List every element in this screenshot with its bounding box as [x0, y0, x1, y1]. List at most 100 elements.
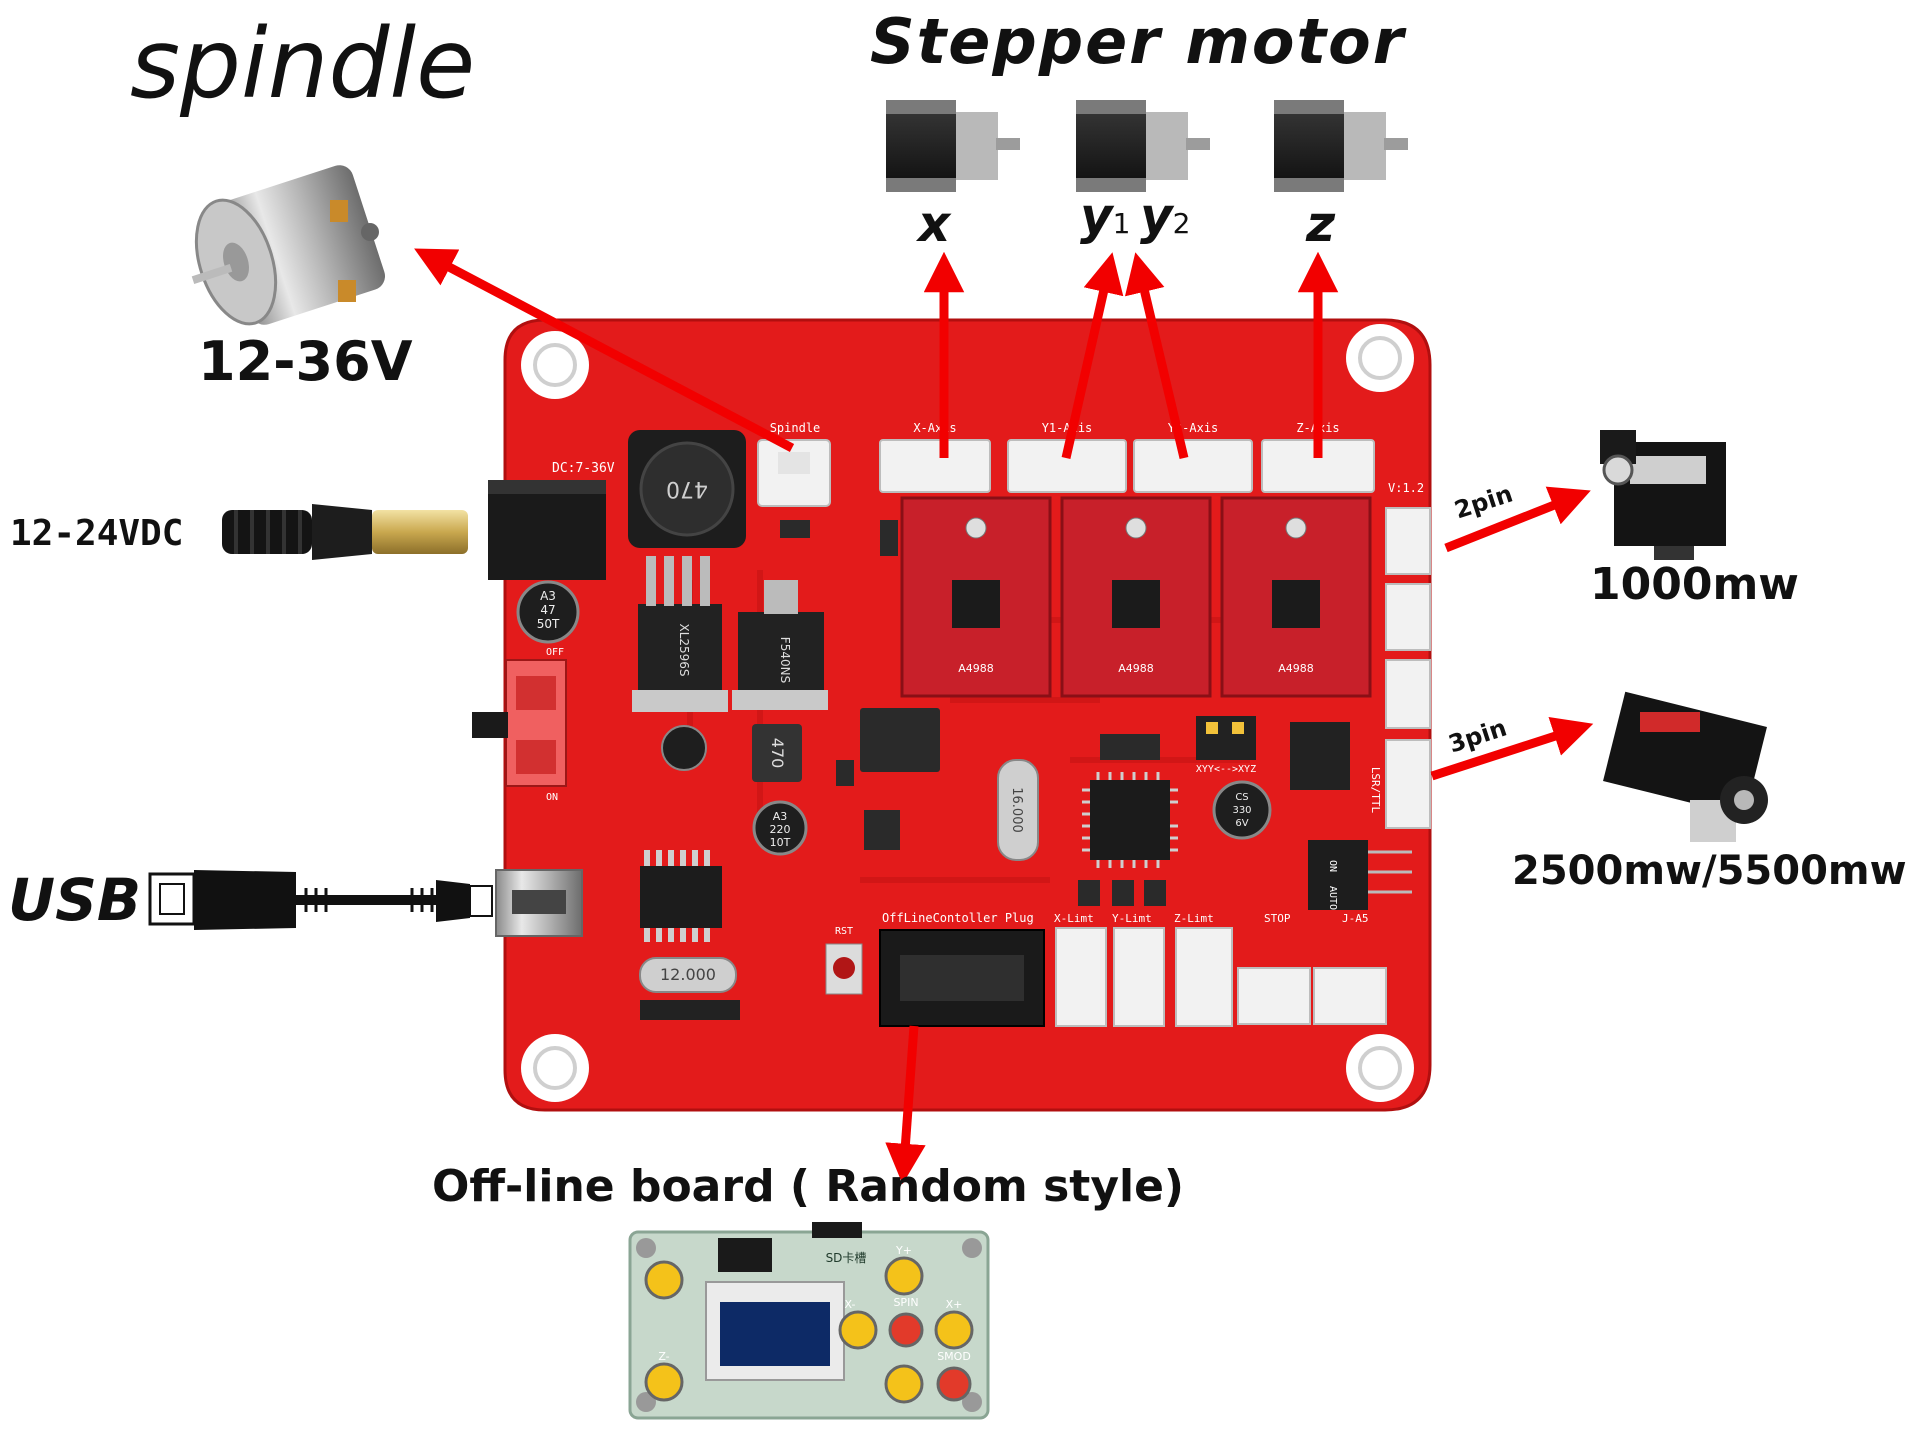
- axis-y2-label: y2: [1140, 186, 1190, 254]
- mounting-hole: [1346, 1034, 1414, 1102]
- offline-board-label: Off-line board ( Random style): [432, 1161, 1185, 1212]
- power-inductor: 470: [628, 430, 746, 548]
- offline-yellow-button: [644, 1256, 974, 1404]
- microcontroller: [1082, 772, 1178, 868]
- connector-stop: STOP: [1237, 912, 1311, 1025]
- svg-text:X+: X+: [946, 1298, 963, 1311]
- spindle-voltage-label: 12-36V: [198, 330, 413, 393]
- stepper-motor-x: [886, 100, 1020, 192]
- svg-text:50T: 50T: [537, 617, 560, 631]
- offline-red-button: [888, 1312, 972, 1402]
- svg-text:X-: X-: [845, 1298, 856, 1311]
- svg-text:RST: RST: [835, 926, 853, 937]
- dc-jack: [488, 480, 606, 580]
- svg-text:Z-: Z-: [658, 1350, 669, 1363]
- svg-text:470: 470: [768, 738, 787, 769]
- mode-jumper: ON AUTO: [1308, 840, 1412, 910]
- svg-text:ON: ON: [1327, 860, 1338, 872]
- connector-z-limit: Z-Limt: [1174, 912, 1233, 1027]
- usb-ic: [640, 850, 722, 942]
- svg-text:A4988: A4988: [1118, 662, 1154, 675]
- svg-text:16.000: 16.000: [1009, 787, 1024, 833]
- dc-silk-label: DC:7-36V: [552, 461, 615, 476]
- crystal-12mhz: 12.000: [639, 957, 737, 993]
- connector-ja5: J-A5: [1313, 912, 1387, 1025]
- svg-text:220: 220: [770, 823, 791, 836]
- mounting-hole: [521, 331, 589, 399]
- svg-text:Z-Limt: Z-Limt: [1174, 912, 1214, 925]
- svg-text:10T: 10T: [770, 836, 791, 849]
- reset-button: RST: [825, 926, 863, 995]
- regulator-small: [1290, 722, 1350, 790]
- axis-y1-subscript: 1: [1112, 207, 1131, 240]
- voltage-regulator: XL2596S: [632, 556, 728, 712]
- axis-x-label: x: [918, 194, 950, 254]
- svg-text:A4988: A4988: [1278, 662, 1314, 675]
- svg-text:A4988: A4988: [958, 662, 994, 675]
- version-silk: V:1.2: [1388, 481, 1424, 495]
- svg-text:X-Limt: X-Limt: [1054, 912, 1094, 925]
- svg-text:12.000: 12.000: [660, 965, 716, 984]
- svg-text:SPIN: SPIN: [893, 1296, 918, 1309]
- axis-y1-text: y: [1080, 187, 1113, 245]
- power-switch: OFF ON: [472, 647, 567, 803]
- spindle-motor: [191, 165, 386, 326]
- svg-text:47: 47: [540, 603, 555, 617]
- svg-text:A3: A3: [540, 589, 556, 603]
- connector-x-limit: X-Limt: [1054, 912, 1107, 1027]
- arrow-to-spindle: [414, 248, 795, 452]
- inductor-marking: 470: [666, 476, 708, 501]
- arrow-to-1000mw-laser: [1444, 486, 1591, 553]
- laser-connector: LSR/TTL: [1369, 507, 1431, 829]
- laser-high-power-label: 2500mw/5500mw: [1512, 848, 1907, 894]
- spindle-silk-label: Spindle: [770, 421, 821, 435]
- inductor-small: 470: [752, 724, 802, 782]
- svg-text:STOP: STOP: [1264, 912, 1291, 925]
- axis-y2-subscript: 2: [1172, 207, 1191, 240]
- svg-text:CS: CS: [1235, 792, 1248, 803]
- connector-y-limit: Y-Limt: [1112, 912, 1165, 1027]
- svg-text:SMOD: SMOD: [937, 1350, 971, 1363]
- laser-1000mw-label: 1000mw: [1590, 559, 1799, 610]
- stepper-driver-y: A4988: [1060, 496, 1212, 698]
- spindle-connector: Spindle: [757, 421, 831, 507]
- stepper-driver-x: A4988: [900, 496, 1052, 698]
- axis-y1-label: y1: [1080, 186, 1130, 254]
- capacitor: CS 330 6V: [1212, 780, 1272, 840]
- dc-power-plug: [222, 504, 468, 560]
- svg-text:Y+: Y+: [895, 1244, 912, 1257]
- spindle-title: spindle: [130, 8, 476, 120]
- stepper-motor-y: [1076, 100, 1210, 192]
- jumper-block: XYY<-->XYZ: [1196, 716, 1256, 775]
- stepper-motor-title: Stepper motor: [870, 5, 1406, 78]
- svg-text:SD卡槽: SD卡槽: [826, 1251, 867, 1265]
- svg-text:Y-Limt: Y-Limt: [1112, 912, 1152, 925]
- svg-text:XYY<-->XYZ: XYY<-->XYZ: [1196, 764, 1256, 775]
- stepper-motor-z: [1274, 100, 1408, 192]
- offline-controller-board: SD卡槽 Y+ SPIN SMOD X- X+ Z-: [628, 1222, 990, 1420]
- mounting-hole: [521, 1034, 589, 1102]
- arrow-to-y2-motor: [1124, 252, 1189, 460]
- laser-module-2500mw: [1603, 691, 1768, 842]
- svg-text:X-Axis: X-Axis: [913, 421, 956, 435]
- arrow-to-y1-motor: [1061, 252, 1124, 459]
- capacitor: A3 220 10T: [661, 725, 808, 856]
- mosfet: F540NS: [732, 580, 828, 710]
- connector-x-axis: X-Axis: [879, 421, 991, 493]
- arrow-to-offline-board: [885, 1025, 926, 1185]
- crystal-16mhz: 16.000: [997, 759, 1039, 861]
- svg-text:Y1-Axis: Y1-Axis: [1042, 421, 1093, 435]
- usb-label: USB: [8, 866, 142, 934]
- svg-text:J-A5: J-A5: [1342, 912, 1369, 925]
- svg-text:OffLineContoller Plug: OffLineContoller Plug: [882, 911, 1034, 925]
- svg-text:330: 330: [1232, 805, 1251, 816]
- regulator-marking: XL2596S: [677, 623, 691, 676]
- offline-controller-plug: OffLineContoller Plug: [879, 911, 1045, 1027]
- laser-module-1000mw: [1600, 430, 1726, 560]
- svg-text:LSR/TTL: LSR/TTL: [1369, 767, 1382, 814]
- svg-text:6V: 6V: [1235, 818, 1248, 829]
- capacitor: A3 47 50T: [516, 580, 580, 644]
- stepper-driver-z: A4988: [1220, 496, 1372, 698]
- mounting-hole: [1346, 324, 1414, 392]
- svg-text:OFF: OFF: [546, 647, 564, 658]
